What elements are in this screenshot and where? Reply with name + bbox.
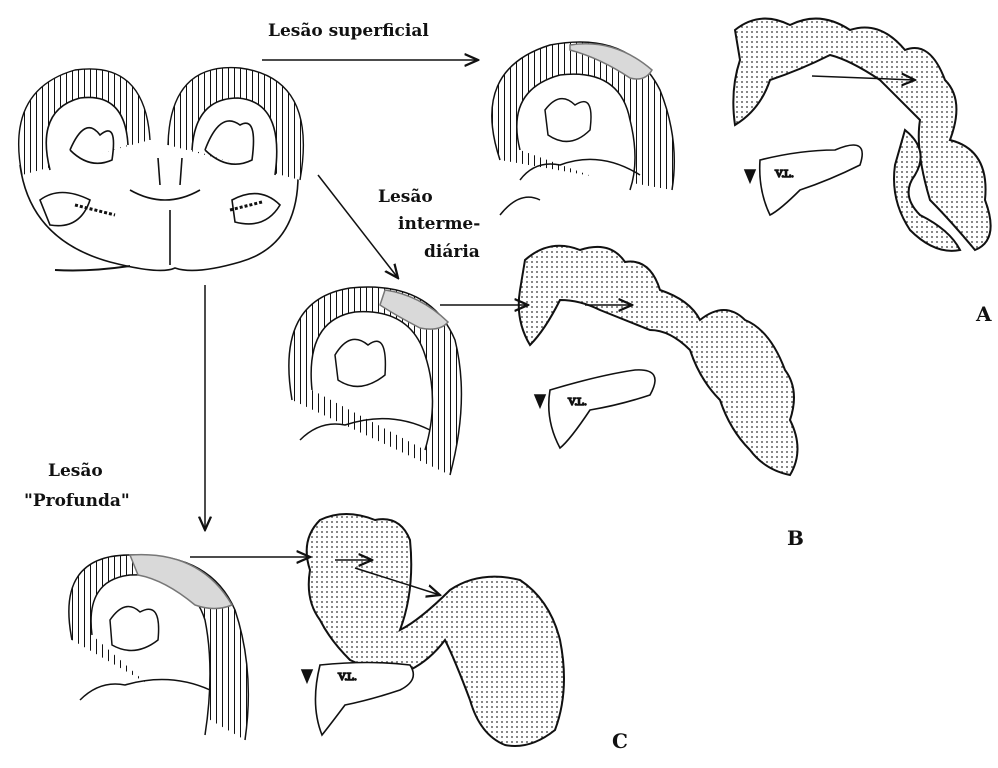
label-deep-line1: Lesão <box>48 462 103 482</box>
ventricle-b: V.L. <box>535 370 655 448</box>
ventricle-c: V.L. <box>302 663 413 736</box>
coronal-section <box>19 68 304 271</box>
label-deep-line2: "Profunda" <box>24 492 130 512</box>
panel-label-b: B <box>787 527 804 550</box>
ventricle-label-a: V.L. <box>775 168 794 180</box>
hemisphere-superficial <box>492 42 674 215</box>
panel-label-a: A <box>976 303 992 326</box>
ventricle-a: V.L. <box>745 145 862 215</box>
panel-label-c: C <box>612 730 628 753</box>
label-intermediate-line2: interme- <box>398 215 480 235</box>
hemisphere-intermediate <box>289 287 462 475</box>
hemisphere-deep <box>69 555 248 740</box>
ventricle-label-b: V.L. <box>568 396 587 408</box>
label-intermediate-line3: diária <box>424 243 480 263</box>
ventricle-label-c: V.L. <box>338 671 357 683</box>
gyri-strip-a <box>733 19 990 251</box>
gyri-strip-c <box>307 514 564 746</box>
label-intermediate-line1: Lesão <box>378 188 433 208</box>
label-superficial-lesion: Lesão superficial <box>268 22 429 42</box>
